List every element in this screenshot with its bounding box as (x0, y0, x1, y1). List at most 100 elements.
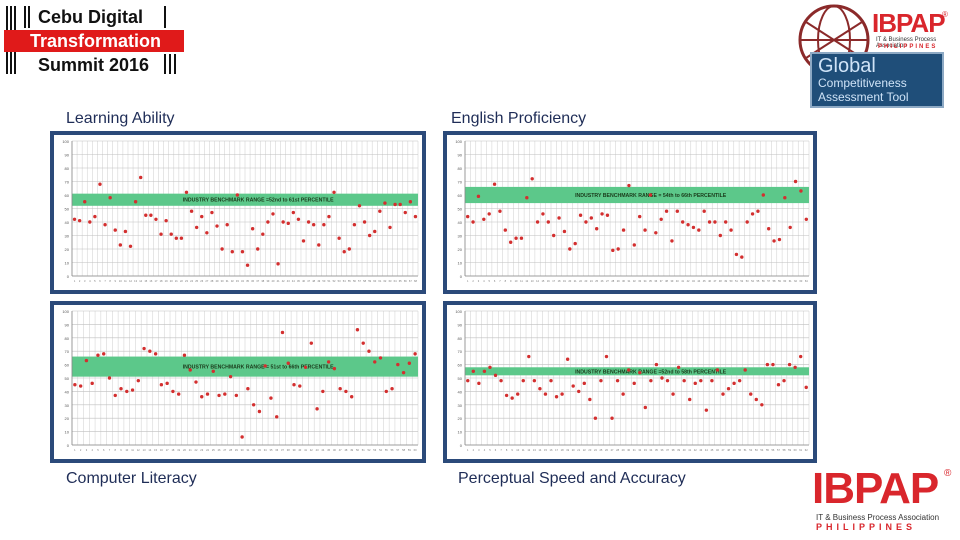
data-point (621, 228, 626, 232)
data-point (291, 210, 296, 215)
data-point (347, 247, 352, 251)
x-tick-label: 50 (356, 448, 359, 452)
data-point (257, 409, 262, 414)
logo-line-1: Cebu Digital (38, 7, 144, 27)
data-point (729, 228, 733, 232)
x-tick-label: 6 (99, 279, 101, 283)
y-tick-label: 70 (65, 180, 70, 185)
data-point (179, 236, 184, 240)
data-point (378, 356, 383, 360)
data-point (675, 209, 680, 213)
x-tick-label: 51 (362, 448, 365, 452)
data-point (309, 341, 314, 345)
x-tick-label: 46 (716, 448, 719, 452)
x-tick-label: 33 (638, 279, 641, 283)
data-point (93, 214, 97, 219)
y-tick-label: 10 (458, 261, 463, 266)
x-tick-label: 29 (235, 448, 238, 452)
x-tick-label: 42 (694, 448, 697, 452)
x-tick-label: 16 (149, 279, 152, 283)
data-point (298, 384, 302, 388)
data-point (367, 349, 371, 353)
x-tick-label: 19 (566, 448, 569, 452)
x-tick-label: 32 (633, 279, 636, 283)
x-tick-label: 39 (677, 448, 680, 452)
x-tick-label: 54 (751, 279, 754, 283)
x-tick-label: 49 (724, 279, 727, 283)
y-tick-label: 30 (458, 234, 463, 239)
data-point (782, 378, 786, 383)
data-point (327, 214, 331, 219)
x-tick-label: 10 (516, 448, 519, 452)
data-point (113, 228, 117, 232)
data-point (776, 383, 781, 387)
x-tick-label: 26 (601, 279, 604, 283)
x-tick-label: 28 (229, 448, 232, 452)
data-point (541, 212, 545, 216)
data-point (704, 408, 709, 412)
x-tick-label: 52 (740, 279, 743, 283)
x-tick-label: 19 (165, 279, 168, 283)
x-tick-label: 53 (373, 448, 376, 452)
logo-bar (28, 6, 30, 28)
y-tick-label: 0 (67, 274, 70, 279)
x-tick-label: 39 (670, 279, 673, 283)
label-computer-literacy: Computer Literacy (66, 470, 197, 487)
x-tick-label: 37 (256, 279, 259, 283)
x-tick-label: 7 (499, 279, 501, 283)
x-tick-label: 32 (231, 279, 234, 283)
data-point (565, 357, 570, 361)
data-point (311, 223, 316, 227)
data-point (638, 370, 642, 375)
x-tick-label: 55 (385, 448, 388, 452)
x-tick-label: 55 (766, 448, 769, 452)
x-tick-label: 67 (409, 279, 412, 283)
data-point (532, 378, 537, 383)
data-point (256, 247, 260, 251)
data-point (732, 381, 736, 386)
label-learning-ability: Learning Ability (66, 110, 175, 127)
data-point (250, 227, 255, 231)
data-point (599, 378, 603, 383)
x-tick-label: 35 (246, 279, 249, 283)
data-point (303, 365, 308, 369)
data-point (136, 378, 141, 383)
y-tick-label: 10 (458, 430, 463, 435)
x-tick-label: 40 (298, 448, 301, 452)
x-tick-label: 66 (404, 279, 407, 283)
x-tick-label: 27 (205, 279, 208, 283)
data-point (184, 190, 189, 194)
data-point (378, 209, 382, 213)
data-point (408, 200, 413, 204)
data-point (128, 244, 133, 248)
data-point (488, 365, 492, 369)
data-point (627, 183, 631, 188)
summit-logo: Cebu Digital Transformation Summit 2016 (4, 4, 184, 76)
x-tick-label: 51 (328, 279, 331, 283)
data-point (182, 353, 187, 357)
x-tick-label: 43 (316, 448, 319, 452)
data-point (373, 360, 377, 364)
data-point (621, 392, 625, 396)
x-tick-label: 3 (478, 448, 480, 452)
x-tick-label: 6 (103, 448, 105, 452)
x-tick-label: 53 (746, 279, 749, 283)
x-tick-label: 64 (805, 279, 808, 283)
y-tick-label: 100 (62, 309, 69, 314)
x-tick-label: 12 (525, 279, 528, 283)
y-tick-label: 90 (65, 153, 70, 158)
data-point (174, 236, 179, 240)
data-point (616, 247, 620, 251)
x-tick-label: 40 (272, 279, 275, 283)
benchmark-band (465, 186, 809, 204)
x-tick-label: 27 (611, 448, 614, 452)
x-tick-label: 26 (218, 448, 221, 452)
y-tick-label: 80 (65, 336, 70, 341)
x-tick-label: 58 (363, 279, 366, 283)
x-tick-label: 53 (755, 448, 758, 452)
label-english-proficiency: English Proficiency (451, 110, 587, 127)
data-point (492, 182, 497, 186)
data-point (217, 393, 221, 398)
x-tick-label: 56 (353, 279, 356, 283)
